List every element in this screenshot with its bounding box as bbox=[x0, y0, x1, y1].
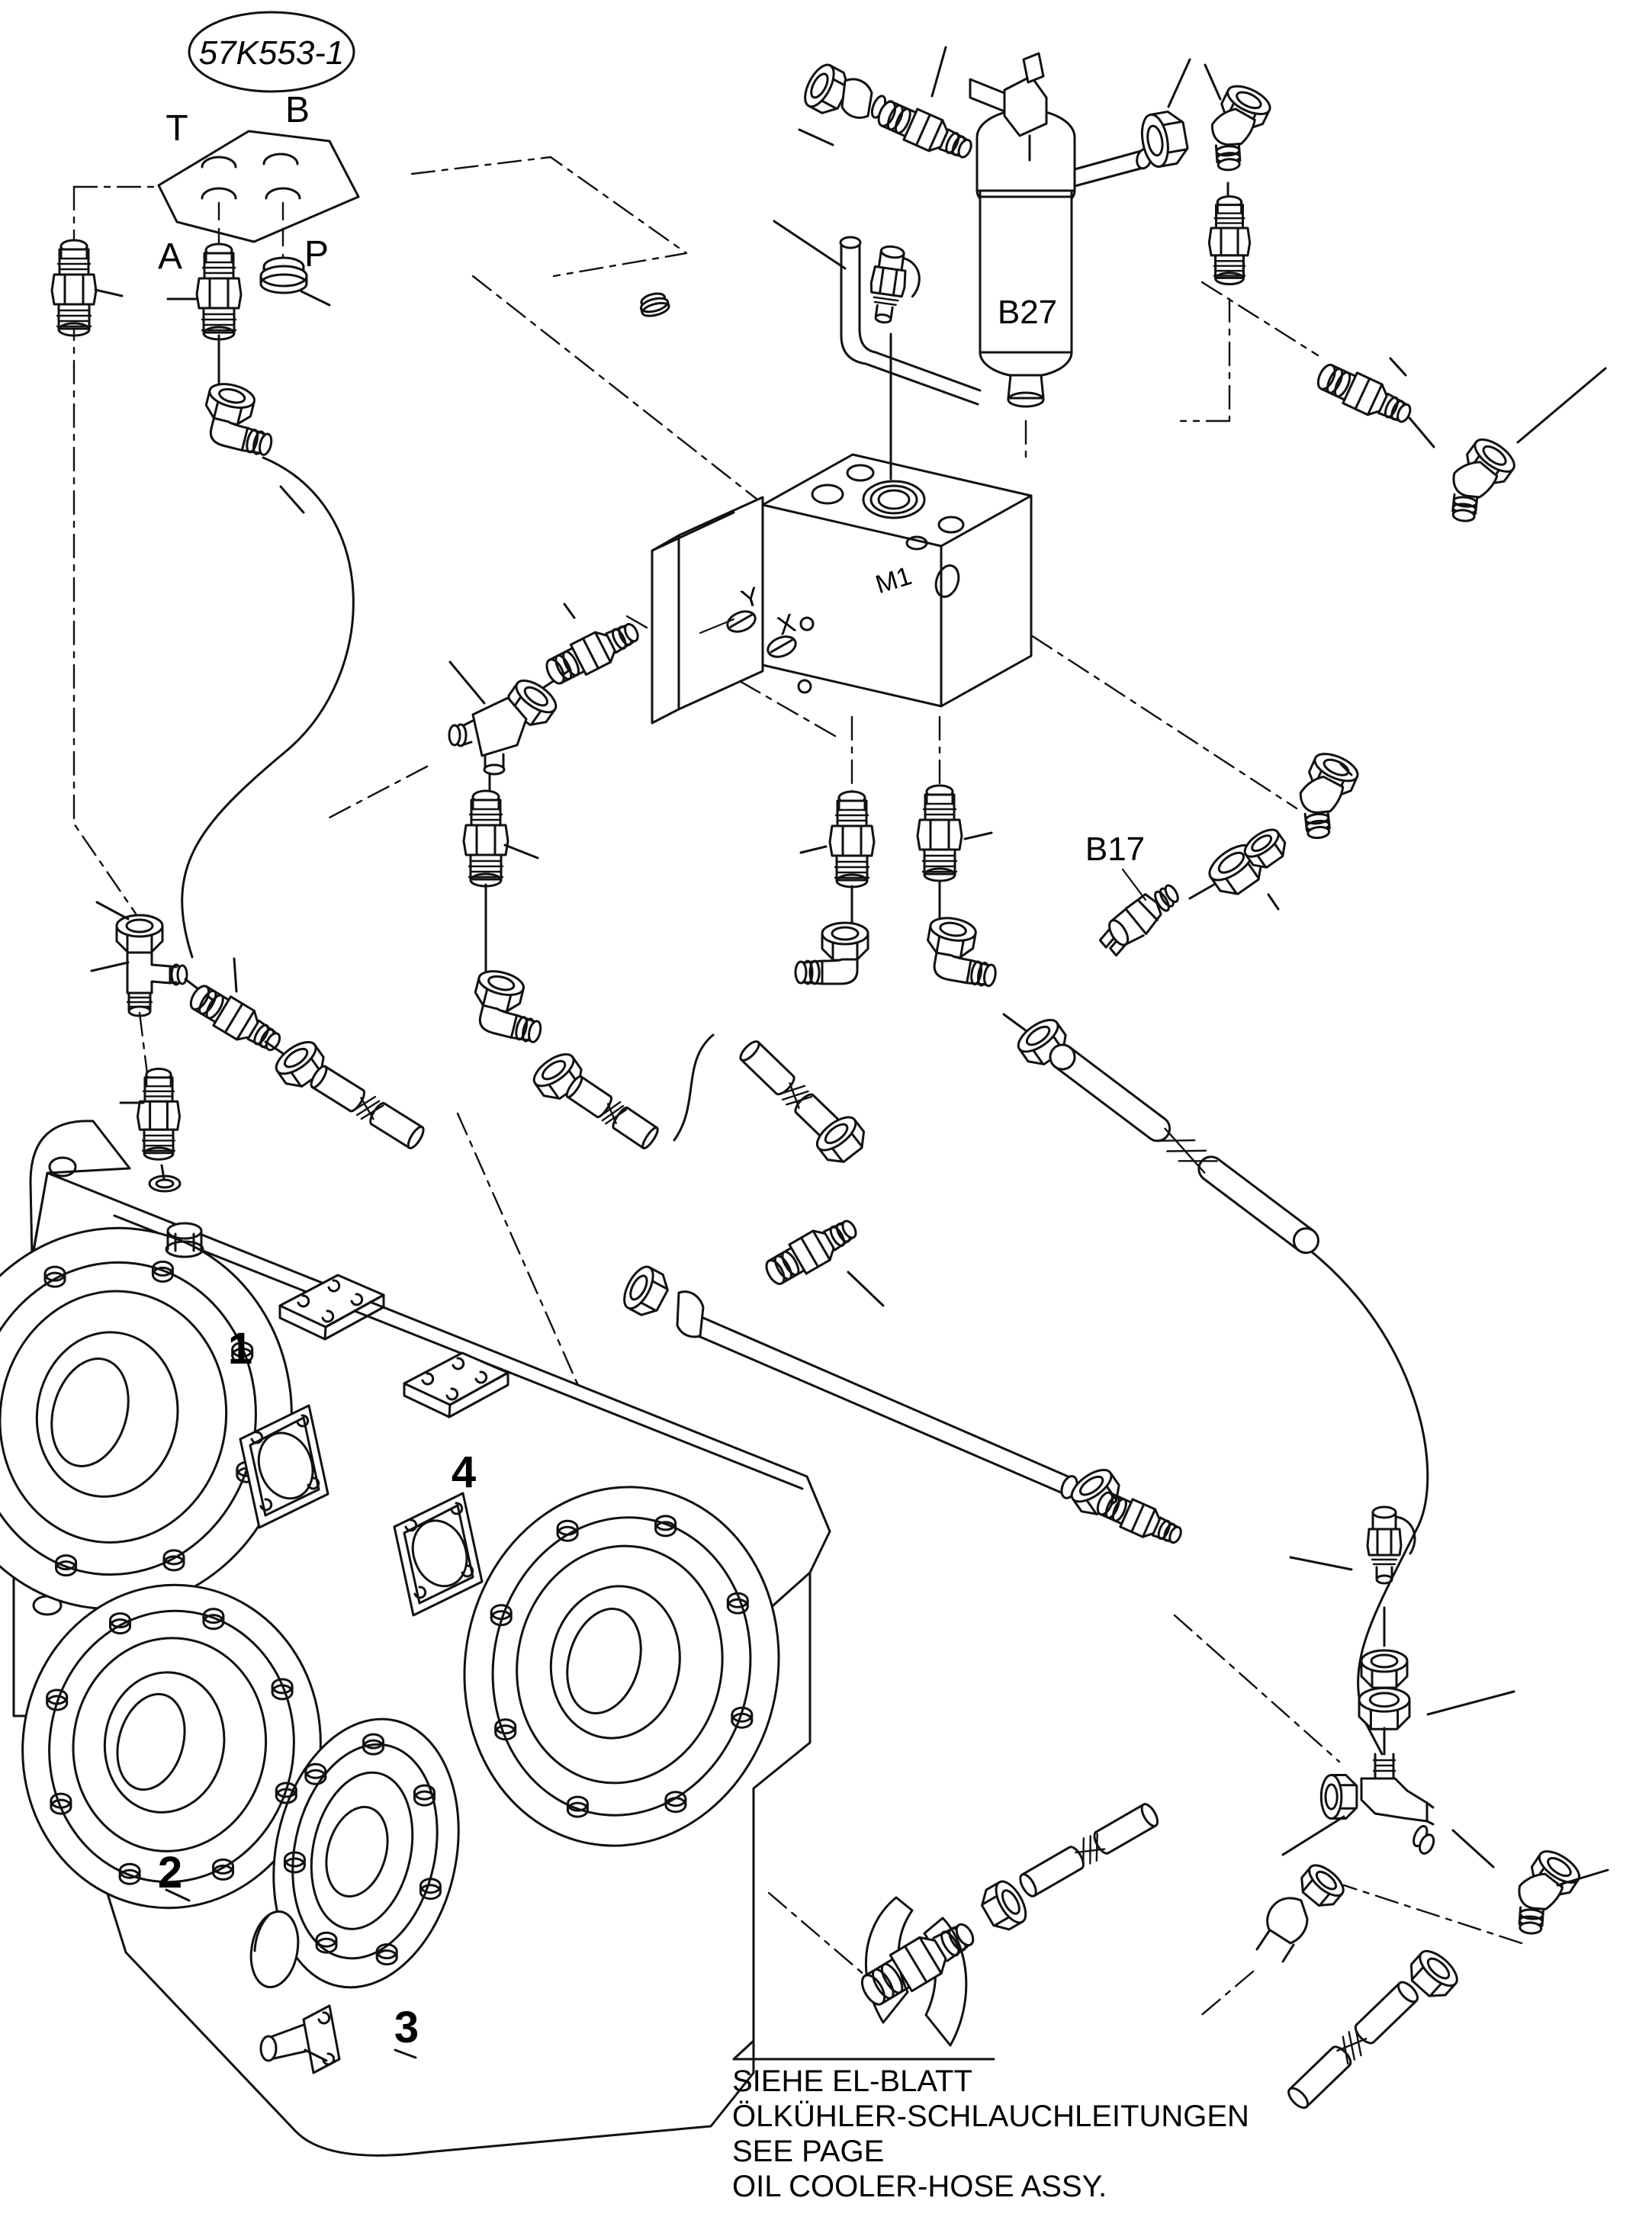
housing-ear bbox=[31, 1121, 130, 1258]
flange-4 bbox=[436, 1462, 807, 1871]
note-line-1: SIEHE EL-BLATT bbox=[732, 2064, 972, 2098]
filter-out-elbow bbox=[1209, 78, 1278, 171]
hose-bottom-right bbox=[1284, 1977, 1423, 2113]
flange-3 bbox=[250, 1701, 483, 2004]
filter-union bbox=[873, 94, 979, 168]
below-block-fittings bbox=[795, 784, 1323, 1258]
sensor-elbow bbox=[1296, 744, 1368, 840]
straight-adapter-top bbox=[137, 1068, 181, 1161]
hose-bottom-center bbox=[1015, 1800, 1162, 1901]
sensor-label: B17 bbox=[1085, 831, 1145, 868]
hose-left bbox=[307, 1062, 428, 1152]
branch-tee-center bbox=[449, 673, 562, 774]
port-label-a: A bbox=[158, 236, 182, 277]
port-label-p: P bbox=[304, 234, 329, 275]
elbow-center bbox=[467, 967, 552, 1044]
hose-long-right bbox=[1045, 1039, 1323, 1258]
hose-s-curve bbox=[674, 1035, 713, 1140]
test-point-top bbox=[865, 243, 925, 328]
swivel-nut-left bbox=[270, 1034, 332, 1094]
b27-filter-assembly: B27 bbox=[798, 53, 1522, 526]
tube-end-nut bbox=[1065, 1462, 1127, 1522]
note-line-4: OIL COOLER-HOSE ASSY. bbox=[732, 2170, 1107, 2203]
callout-1: 1 bbox=[228, 1324, 252, 1374]
callout-2: 2 bbox=[158, 1848, 182, 1897]
housing-oval-slot bbox=[246, 1908, 304, 1991]
tube-end-union bbox=[1092, 1486, 1188, 1552]
b17-sensor-chain: B17 bbox=[1085, 744, 1368, 960]
elbow-block-left bbox=[795, 923, 868, 984]
valve-block-assembly: M1 Y X bbox=[637, 243, 1031, 723]
union-center-up bbox=[540, 614, 645, 691]
test-nut-2 bbox=[1358, 1686, 1411, 1730]
port-label-b: B bbox=[285, 90, 310, 130]
hose-loop-left bbox=[182, 458, 354, 957]
small-plug bbox=[637, 290, 671, 320]
housing-top-tube bbox=[617, 1261, 1188, 1552]
union-lower-center bbox=[760, 1210, 864, 1292]
run-tee-bottom bbox=[1319, 1754, 1436, 1856]
part-code-bubble bbox=[189, 12, 354, 92]
pilot-cover: Y X bbox=[652, 497, 813, 723]
gearbox-housing bbox=[0, 1068, 830, 2156]
elbow-a-line bbox=[198, 380, 283, 457]
nipple-block-left bbox=[828, 790, 876, 888]
run-tee-left bbox=[117, 915, 187, 1016]
drain-tube bbox=[261, 2006, 339, 2073]
nipple-block-right bbox=[916, 784, 963, 882]
right-elbow bbox=[1449, 431, 1522, 526]
reference-note: SIEHE EL-BLATT ÖLKÜHLER-SCHLAUCHLEITUNGE… bbox=[732, 2064, 1249, 2203]
test-nut-1 bbox=[1360, 1649, 1409, 1689]
nipple-center bbox=[462, 789, 509, 888]
elbow-block-right bbox=[922, 915, 1004, 988]
port-label-t: T bbox=[166, 108, 188, 149]
filter-top-fitting bbox=[970, 53, 1046, 160]
breather-plug bbox=[166, 1223, 203, 1257]
filter-canister: B27 bbox=[977, 110, 1075, 406]
leader-lines bbox=[92, 47, 1608, 2061]
straight-adapter-a bbox=[195, 243, 243, 341]
hose-center bbox=[563, 1072, 662, 1152]
callout-3: 3 bbox=[394, 2003, 419, 2052]
bottom-elbow-right bbox=[1516, 1844, 1586, 1937]
callout-numbers: 1 2 3 4 bbox=[158, 1324, 476, 2052]
flange-2 bbox=[2, 1566, 341, 1927]
housing-top-port bbox=[149, 1176, 180, 1191]
bottom-right-cluster bbox=[853, 1505, 1586, 2113]
callout-4: 4 bbox=[452, 1447, 476, 1497]
filter-l-tube bbox=[841, 244, 980, 404]
port-plate-assembly: 57K553-1 T B A P bbox=[50, 12, 358, 457]
plug-p bbox=[259, 256, 308, 294]
tube-elbow-nut bbox=[617, 1261, 674, 1322]
swivel-nut-center-2 bbox=[810, 1110, 873, 1171]
filter-out-nipple bbox=[1207, 195, 1252, 285]
hose-fan-flag-upper bbox=[866, 1897, 912, 2023]
part-code-label: 57K553-1 bbox=[199, 34, 345, 72]
construction-lines bbox=[74, 157, 1522, 2017]
hose-loop-right bbox=[1310, 1251, 1428, 1754]
port-plate bbox=[159, 131, 358, 242]
filter-label: B27 bbox=[998, 294, 1057, 331]
note-line-3: SEE PAGE bbox=[732, 2135, 884, 2168]
center-branch-chain bbox=[449, 614, 873, 1292]
note-line-2: ÖLKÜHLER-SCHLAUCHLEITUNGEN bbox=[732, 2100, 1249, 2133]
left-tee-chain bbox=[117, 915, 428, 1152]
straight-adapter-left bbox=[50, 239, 98, 337]
